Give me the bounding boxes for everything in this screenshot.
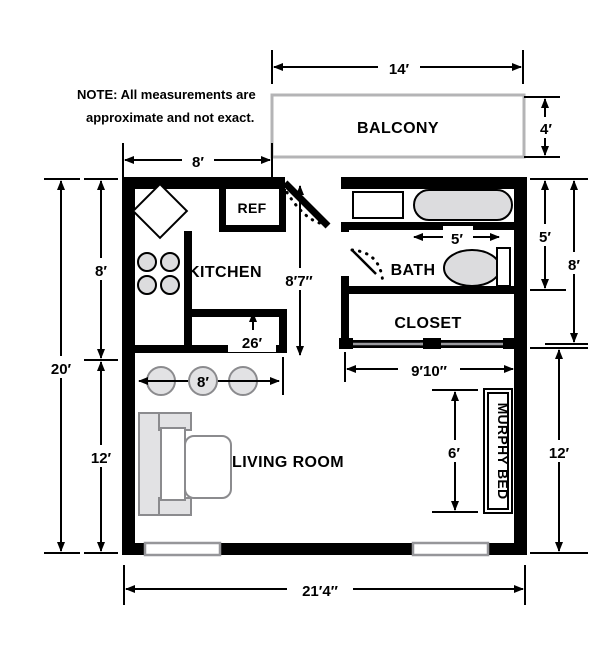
- wall-right: [514, 177, 527, 555]
- dimension-kitchen-counter-width: 8′: [138, 357, 284, 396]
- closet-door-handle: [423, 338, 441, 349]
- dimension-label-bath-width: 5′: [451, 231, 463, 248]
- wall-tub-alcove-bottom: [341, 222, 515, 230]
- balcony-outline: [270, 93, 526, 159]
- dimension-label-bubble: [188, 366, 218, 396]
- wall-closet-left: [341, 286, 349, 348]
- dimension-balcony-width: 14′: [271, 50, 524, 84]
- wall-ref-bottom: [219, 225, 286, 232]
- balcony-label: BALCONY: [357, 120, 439, 137]
- dimension-label-bottom-width: 21′4″: [302, 583, 338, 600]
- toilet-tank-icon: [496, 247, 511, 287]
- bath-door-panel: [351, 249, 377, 275]
- sofa-back: [138, 412, 162, 516]
- bath-label: BATH: [391, 262, 436, 279]
- windows: [143, 541, 490, 557]
- stove-burner-icon: [137, 252, 157, 272]
- wall-top-left: [122, 177, 285, 189]
- dimension-bath-width: 5′: [413, 226, 500, 248]
- dimension-kitchen-counter-depth: 26′: [228, 312, 276, 352]
- room-bath: BATH: [341, 189, 515, 294]
- dimension-right-upper-height: 8′: [545, 178, 589, 345]
- closet-label: CLOSET: [394, 315, 461, 332]
- window-right: [411, 541, 490, 557]
- dimension-label-closet-width: 9′10″: [411, 363, 447, 380]
- dimension-label-murphy-bed-height: 6′: [448, 445, 460, 462]
- dimension-left-total: 20′: [42, 178, 80, 554]
- kitchen-label: KITCHEN: [188, 264, 262, 281]
- murphy-bed-label: MURPHY BED: [495, 403, 511, 500]
- room-balcony: BALCONY: [270, 93, 526, 159]
- dimension-murphy-bed-height: 6′: [432, 389, 478, 513]
- bath-sink-icon: [352, 191, 404, 219]
- kitchen-counter-right: [279, 309, 287, 353]
- room-kitchen: REF KITCHEN: [131, 182, 287, 353]
- dimension-label-kitchen-depth: 8′7″: [285, 273, 312, 290]
- stove-burner-icon: [137, 275, 157, 295]
- wall-bath-bottom: [341, 286, 515, 294]
- entry-door-panel: [282, 180, 331, 229]
- room-closet: CLOSET: [339, 286, 517, 349]
- entry-door: [281, 180, 332, 229]
- note-block: NOTE: All measurements are approximate a…: [77, 87, 256, 125]
- murphy-bed: MURPHY BED: [483, 388, 513, 514]
- wall-ref-right: [279, 189, 286, 231]
- dimension-label-kitchen-counter-depth: 26′: [242, 335, 263, 352]
- dimension-label-right-lower-height: 12′: [549, 445, 570, 462]
- refrigerator-label: REF: [238, 200, 267, 216]
- dimension-kitchen-top-width: 8′: [122, 143, 273, 177]
- kitchen-counter-horizontal: [184, 309, 287, 317]
- note-line-2: approximate and not exact.: [86, 110, 254, 125]
- toilet-bowl-icon: [443, 249, 501, 287]
- stove-burner-icon: [160, 275, 180, 295]
- dimension-label-balcony-width: 14′: [389, 61, 410, 78]
- dimension-balcony-depth: 4′: [524, 96, 560, 158]
- dimension-right-bath-height: 5′: [530, 178, 566, 291]
- kitchen-counter-bottom: [135, 345, 287, 353]
- dimension-kitchen-depth: 8′7″: [268, 185, 330, 356]
- dimension-bottom-width: 21′4″: [123, 565, 526, 605]
- wall-left: [122, 177, 135, 555]
- coffee-table: [184, 435, 232, 499]
- wall-bath-left-nub: [341, 222, 349, 232]
- kitchen-sink-icon: [131, 182, 189, 240]
- wall-ref-left: [219, 189, 226, 231]
- closet-door-jamb-right: [503, 338, 517, 349]
- dimension-label-right-upper-height: 8′: [568, 257, 580, 274]
- dimension-label-left-total: 20′: [51, 361, 72, 378]
- dimension-right-lower-height: 12′: [530, 347, 588, 554]
- dimension-label-kitchen-top-width: 8′: [192, 154, 204, 171]
- dimension-label-balcony-depth: 4′: [540, 121, 552, 138]
- dimension-closet-width: 9′10″: [344, 352, 516, 382]
- wall-bath-left-lower: [341, 276, 349, 294]
- wall-top-right: [341, 177, 527, 189]
- sofa-cushion: [160, 427, 186, 501]
- living-room-label: LIVING ROOM: [232, 454, 344, 471]
- room-living-room: LIVING ROOM: [138, 412, 344, 516]
- dimension-label-left-lower: 12′: [91, 450, 112, 467]
- dimension-left-inner: 8′ 12′: [84, 178, 119, 554]
- dimension-label-left-upper: 8′: [95, 263, 107, 280]
- dimension-label-right-bath-height: 5′: [539, 229, 551, 246]
- kitchen-counter-vertical: [184, 231, 192, 348]
- note-line-1: NOTE: All measurements are: [77, 87, 256, 102]
- bathtub-icon: [413, 189, 513, 221]
- dimension-label-kitchen-counter-width: 8′: [197, 374, 209, 391]
- closet-door-jamb-left: [339, 338, 353, 349]
- window-left: [143, 541, 222, 557]
- murphy-bed-inner: [487, 392, 509, 510]
- stove-burner-icon: [160, 252, 180, 272]
